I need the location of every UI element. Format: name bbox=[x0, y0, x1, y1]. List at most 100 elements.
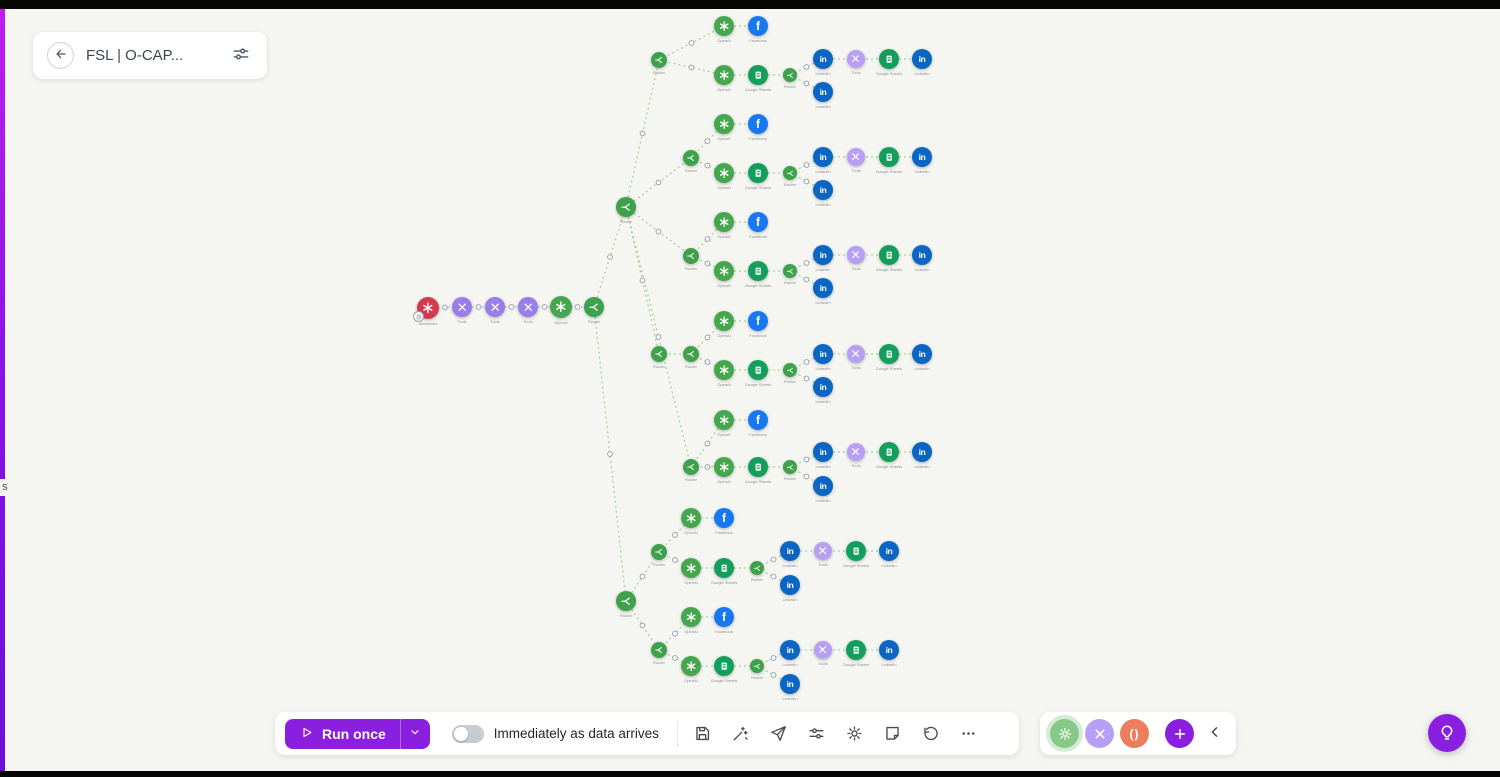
functions-button[interactable]: () bbox=[1120, 719, 1149, 748]
scenario-settings-button[interactable] bbox=[1050, 719, 1079, 748]
node-router[interactable]: Router bbox=[651, 52, 667, 75]
node-toolsl[interactable]: Tools bbox=[847, 50, 865, 75]
node-router[interactable]: Router bbox=[783, 363, 797, 384]
node-openai[interactable]: OpenAI bbox=[681, 607, 701, 634]
magic-wand-icon[interactable] bbox=[722, 715, 760, 753]
node-sheets[interactable]: Google Sheets bbox=[876, 442, 902, 469]
back-button[interactable] bbox=[47, 42, 74, 69]
node-router[interactable]: Router bbox=[783, 264, 797, 285]
help-button[interactable] bbox=[1428, 714, 1466, 752]
node-openai[interactable]: OpenAI bbox=[714, 212, 734, 239]
node-router[interactable]: Router bbox=[783, 68, 797, 89]
node-router[interactable]: Router bbox=[651, 346, 667, 369]
save-icon[interactable] bbox=[684, 715, 722, 753]
paper-plane-icon[interactable] bbox=[760, 715, 798, 753]
node-sheets[interactable]: Google Sheets bbox=[711, 558, 737, 585]
node-router[interactable]: Router bbox=[683, 459, 699, 482]
node-router[interactable]: Router bbox=[683, 248, 699, 271]
align-icon[interactable] bbox=[798, 715, 836, 753]
collapse-toolbar-button[interactable] bbox=[1204, 722, 1226, 746]
node-sheets[interactable]: Google Sheets bbox=[843, 541, 869, 568]
tools-button[interactable] bbox=[1085, 719, 1114, 748]
node-openai[interactable]: OpenAI bbox=[681, 508, 701, 535]
node-sheets[interactable]: Google Sheets bbox=[876, 245, 902, 272]
node-toolsl[interactable]: Tools bbox=[814, 641, 832, 666]
node-openai[interactable]: OpenAI bbox=[681, 656, 701, 683]
node-sheets[interactable]: Google Sheets bbox=[711, 656, 737, 683]
node-tools[interactable]: Tools bbox=[452, 297, 472, 324]
node-tools[interactable]: Tools bbox=[518, 297, 538, 324]
add-module-button[interactable] bbox=[1165, 719, 1194, 748]
undo-icon[interactable] bbox=[912, 715, 950, 753]
node-router[interactable]: Router bbox=[783, 166, 797, 187]
node-tools[interactable]: Tools bbox=[485, 297, 505, 324]
node-router[interactable]: Router bbox=[616, 591, 636, 618]
node-router[interactable]: Router bbox=[584, 297, 604, 324]
node-router[interactable]: Router bbox=[750, 561, 764, 582]
scenario-settings-button[interactable] bbox=[229, 44, 253, 68]
more-icon[interactable] bbox=[950, 715, 988, 753]
node-openai[interactable]: OpenAI bbox=[714, 311, 734, 338]
node-openai[interactable]: OpenAI bbox=[714, 360, 734, 387]
node-router[interactable]: Router bbox=[616, 197, 636, 224]
node-sheets[interactable]: Google Sheets bbox=[843, 640, 869, 667]
node-sheets[interactable]: Google Sheets bbox=[876, 344, 902, 371]
node-sheets[interactable]: Google Sheets bbox=[876, 147, 902, 174]
note-icon[interactable] bbox=[874, 715, 912, 753]
node-router[interactable]: Router bbox=[783, 460, 797, 481]
node-openai[interactable]: OpenAI bbox=[714, 16, 734, 43]
node-router[interactable]: Router bbox=[683, 150, 699, 173]
node-toolsl[interactable]: Tools bbox=[814, 542, 832, 567]
node-toolsl[interactable]: Tools bbox=[847, 345, 865, 370]
immediate-toggle[interactable] bbox=[451, 724, 484, 743]
run-options-dropdown[interactable] bbox=[399, 718, 430, 749]
node-sheets[interactable]: Google Sheets bbox=[876, 49, 902, 76]
gear-icon[interactable] bbox=[836, 715, 874, 753]
node-openai[interactable]: OpenAI bbox=[714, 410, 734, 437]
node-sheets[interactable]: Google Sheets bbox=[745, 360, 771, 387]
node-openai[interactable]: OpenAI bbox=[550, 296, 572, 325]
node-router[interactable]: Router bbox=[651, 544, 667, 567]
run-once-button[interactable]: Run once bbox=[285, 718, 400, 749]
node-openai[interactable]: OpenAI bbox=[681, 558, 701, 585]
node-openai[interactable]: OpenAI bbox=[714, 114, 734, 141]
node-openai[interactable]: OpenAI bbox=[714, 261, 734, 288]
node-sheets[interactable]: Google Sheets bbox=[745, 163, 771, 190]
node-openai[interactable]: OpenAI bbox=[714, 457, 734, 484]
node-toolsl[interactable]: Tools bbox=[847, 443, 865, 468]
node-sheets[interactable]: Google Sheets bbox=[745, 261, 771, 288]
node-router[interactable]: Router bbox=[683, 346, 699, 369]
node-openai[interactable]: OpenAI bbox=[714, 65, 734, 92]
node-toolsl[interactable]: Tools bbox=[847, 246, 865, 271]
node-sheets[interactable]: Google Sheets bbox=[745, 65, 771, 92]
node-router[interactable]: Router bbox=[750, 659, 764, 680]
node-openai[interactable]: OpenAI bbox=[714, 163, 734, 190]
